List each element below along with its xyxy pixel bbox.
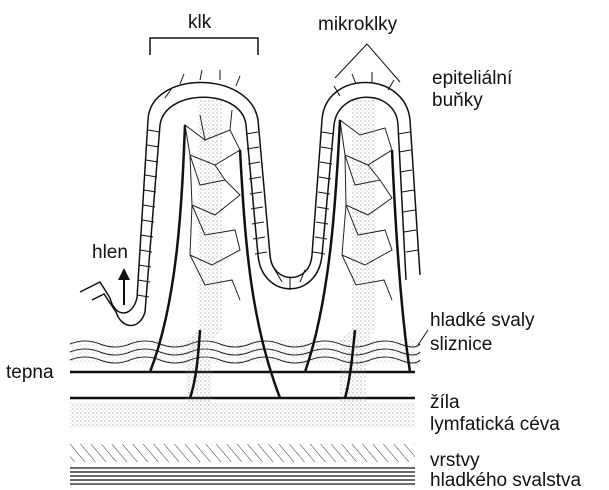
label-muscle-layers-2: hladkého svalstva: [430, 470, 581, 490]
label-smooth-muscle-1: hladké svaly: [430, 310, 535, 331]
label-epithelial-2: buňky: [432, 90, 483, 111]
smooth-muscle-pointer: [418, 330, 428, 345]
label-microvilli: mikroklky: [318, 14, 398, 35]
villus-bracket: [150, 38, 258, 55]
label-smooth-muscle-2: sliznice: [430, 334, 492, 355]
label-muscle-layers-1: vrstvy: [430, 450, 480, 471]
muscle-layers-lines: [70, 468, 415, 484]
muscularis-mucosae-band: [70, 338, 420, 364]
mucus-arrow: [118, 268, 130, 305]
microvilli-pointers: [335, 44, 400, 82]
label-villus: klk: [188, 12, 212, 33]
label-artery: tepna: [6, 362, 54, 383]
label-epithelial-1: epiteliální: [432, 68, 513, 89]
label-mucus: hlen: [92, 242, 128, 263]
muscle-layers-hatch: [70, 444, 415, 462]
label-vein: žíla: [430, 392, 460, 413]
label-lymph: lymfatická céva: [430, 414, 560, 435]
